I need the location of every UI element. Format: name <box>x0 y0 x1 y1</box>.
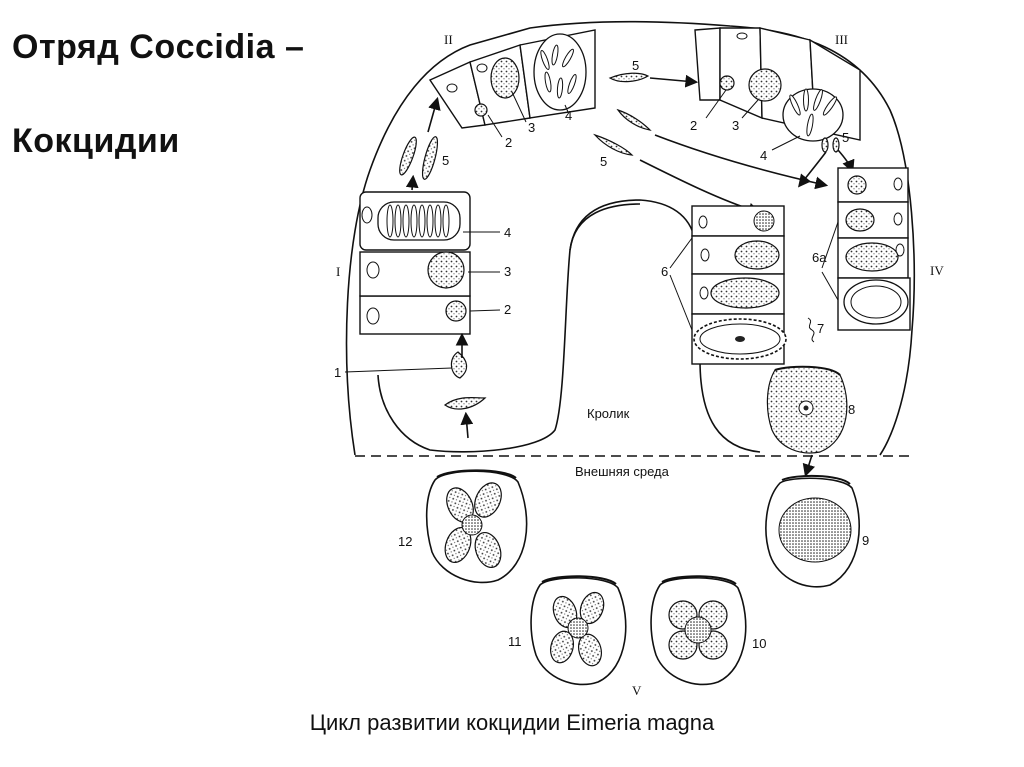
host-zone-label: Кролик <box>587 406 630 421</box>
leader-lines <box>344 89 839 373</box>
label-4-left: 4 <box>504 225 511 240</box>
stage-label-V: V <box>632 683 642 698</box>
label-3-left: 3 <box>504 264 511 279</box>
figure-caption: Цикл развитии кокцидии Eimeria magna <box>309 710 715 735</box>
stage-group-II-cells <box>428 29 596 129</box>
label-5-middle: 5 <box>600 154 607 169</box>
label-6a: 6a <box>812 250 827 265</box>
arrow-8-to-9 <box>802 454 815 478</box>
label-3-top: 3 <box>528 120 535 135</box>
oocyst-stage-10 <box>650 575 747 686</box>
label-4-top: 4 <box>565 108 572 123</box>
stage-label-I: I <box>336 264 340 279</box>
stage-group-IV-cells <box>837 167 911 331</box>
oocyst-stage-11 <box>530 575 627 686</box>
label-8: 8 <box>848 402 855 417</box>
label-7: 7 <box>817 321 824 336</box>
oocyst-stage-12 <box>425 469 528 584</box>
label-4-right: 4 <box>760 148 767 163</box>
stage-label-IV: IV <box>930 263 944 278</box>
stage-label-II: II <box>444 32 453 47</box>
oocyst-stage-8 <box>766 365 848 454</box>
label-5-right: 5 <box>842 130 849 145</box>
label-10: 10 <box>752 636 766 651</box>
label-6: 6 <box>661 264 668 279</box>
slide-title-line2: Кокцидии <box>12 122 180 160</box>
label-9: 9 <box>862 533 869 548</box>
label-2-right: 2 <box>690 118 697 133</box>
oocyst-stage-9 <box>765 474 861 588</box>
stage-group-I-cells <box>359 96 487 439</box>
label-1: 1 <box>334 365 341 380</box>
label-11: 11 <box>508 634 522 649</box>
environment-zone-label: Внешняя среда <box>575 464 670 479</box>
gametocyte-cells <box>691 205 815 365</box>
stage-group-III-cells <box>593 27 861 216</box>
lumen-inner-curve <box>569 203 641 251</box>
stage-label-III: III <box>835 32 848 47</box>
label-2-top: 2 <box>505 135 512 150</box>
label-2-left: 2 <box>504 302 511 317</box>
label-3-right: 3 <box>732 118 739 133</box>
slide-title-line1: Отряд Coccidia – <box>12 28 305 66</box>
label-5-left: 5 <box>442 153 449 168</box>
label-5-top: 5 <box>632 58 639 73</box>
label-12: 12 <box>398 534 412 549</box>
